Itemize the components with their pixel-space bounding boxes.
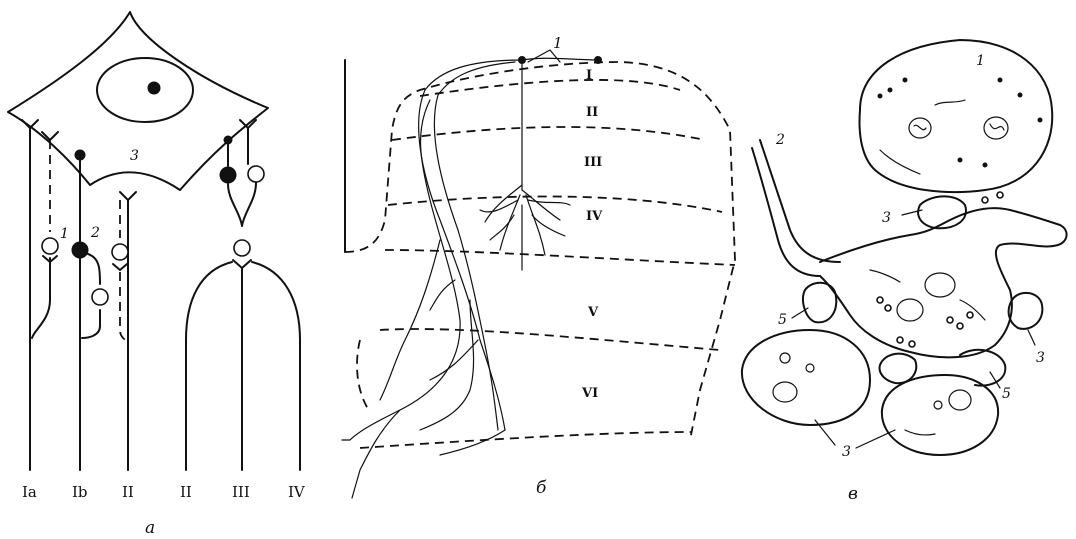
nucleolus: [147, 81, 161, 95]
cell-body-3: [7, 11, 269, 191]
label-iii: III: [232, 483, 250, 501]
terminal-5a: [802, 281, 838, 324]
callout-c-1: 1: [976, 53, 985, 69]
terminal-3a: [917, 195, 967, 230]
callout-3: 3: [130, 148, 139, 164]
panel-c: 2 1: [740, 39, 1068, 504]
terminal-5b: [878, 352, 918, 385]
central-process: [819, 207, 1068, 359]
panel-letter-c: в: [848, 484, 858, 504]
label-ii-1: II: [122, 483, 134, 501]
terminal-3c: [740, 329, 871, 426]
layer-iii: III: [584, 155, 602, 170]
fibre-ii-b: [185, 261, 233, 471]
layer-ii: II: [586, 105, 598, 120]
layer-iv: IV: [586, 209, 603, 224]
neuron-1: [41, 237, 59, 255]
callout-2: 2: [90, 225, 100, 241]
panel-letter-a: а: [145, 518, 155, 538]
fibre-2: [759, 139, 841, 263]
fibre-iv: [251, 261, 301, 471]
callout-c-3b: 3: [1036, 350, 1045, 366]
label-ii-2: II: [180, 483, 192, 501]
label-iv: IV: [288, 483, 306, 501]
callout-c-5a: 5: [778, 312, 787, 328]
panel-a: 1 2 3 Ia Ib II II III IV а: [7, 11, 306, 538]
callout-c-5b: 5: [1002, 386, 1011, 402]
callout-b-1: 1: [553, 34, 563, 52]
callout-c-3c: 3: [842, 444, 851, 460]
callout-c-2: 2: [775, 132, 785, 148]
ib-terminal: [74, 149, 86, 161]
cell-1: [858, 39, 1054, 194]
panel-b: 1 I II III IV V VI б: [341, 34, 736, 499]
terminal-3b: [1007, 291, 1044, 330]
callout-c-3a: 3: [882, 210, 891, 226]
terminal-3d: [880, 374, 1000, 456]
layer-i: I: [586, 68, 592, 83]
nucleus: [96, 57, 194, 123]
panel-letter-b: б: [536, 478, 547, 498]
callout-1: 1: [60, 226, 69, 242]
label-ia: Ia: [22, 483, 37, 501]
layer-vi: VI: [581, 386, 598, 401]
label-ib: Ib: [72, 483, 88, 501]
layer-v: V: [587, 305, 599, 320]
neuron-2: [71, 241, 89, 259]
fibres-group: [21, 119, 301, 471]
